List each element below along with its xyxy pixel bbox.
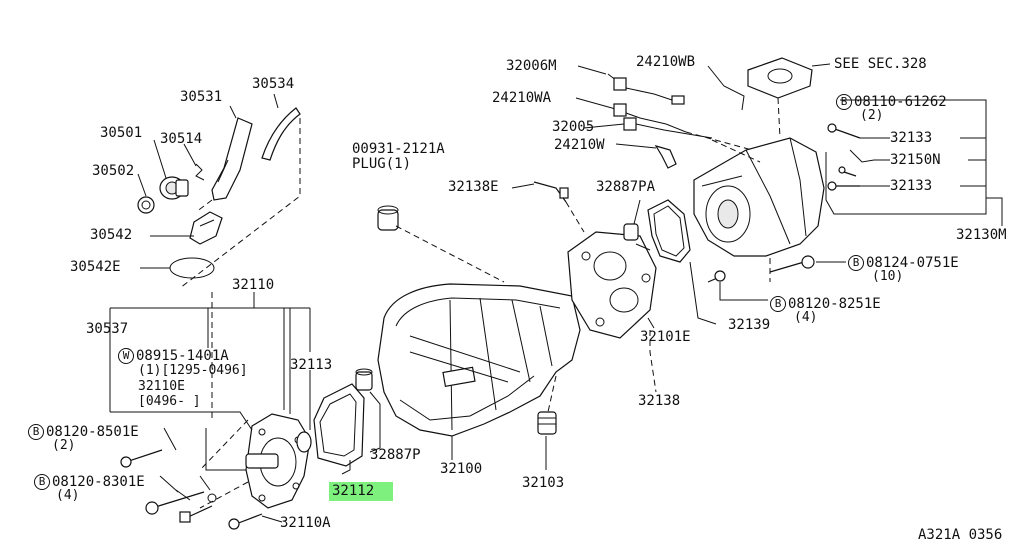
bolt-marker: B (28, 424, 44, 440)
cover-see-sec-328 (747, 57, 813, 99)
label-08915-1401a: 08915-1401A (136, 348, 229, 364)
label-32006m: 32006M (506, 58, 557, 74)
label-08110-61262-qty: (2) (860, 108, 884, 123)
label-08120-8301e: 08120-8301E (52, 474, 145, 490)
label-32887pa: 32887PA (596, 179, 656, 195)
bolts-front-cover (120, 449, 263, 530)
label-32133-lower: 32133 (890, 178, 933, 194)
release-fork-30531 (211, 117, 253, 201)
pipe-32138e (533, 181, 569, 203)
label-30501: 30501 (100, 125, 143, 141)
label-32138e: 32138E (448, 179, 499, 195)
clip-32150n (849, 149, 875, 163)
label-32100: 32100 (440, 461, 483, 477)
label-08120-8501e: 08120-8501E (46, 424, 139, 440)
bushing-32887p (355, 368, 373, 391)
harness-24210wb (607, 73, 685, 105)
gasket-32139 (647, 199, 691, 263)
label-32113: 32113 (290, 357, 333, 373)
label-08110-61262: 08110-61262 (854, 94, 947, 110)
bolt-32138 (838, 166, 857, 177)
label-24210wb: 24210WB (636, 54, 696, 70)
dowel-32887pa (623, 223, 639, 241)
adapter-plate-32101e (567, 231, 657, 339)
plug-00931 (377, 205, 399, 231)
label-30542: 30542 (90, 227, 133, 243)
bolt-marker: B (770, 296, 786, 312)
harness-24210wa (611, 103, 687, 133)
label-32139: 32139 (728, 317, 771, 333)
label-08120-8251e: 08120-8251E (788, 296, 881, 312)
transmission-case-32100 (377, 283, 581, 437)
label-30542e: 30542E (70, 259, 121, 275)
retainer-30514 (195, 163, 205, 181)
label-08120-8251e-qty: (4) (794, 310, 818, 325)
label-32150n: 32150N (890, 152, 941, 168)
bracket-24210w (654, 145, 677, 169)
label-32138: 32138 (638, 393, 681, 409)
label-00931-2121a: 00931-2121A (352, 141, 445, 157)
drain-plug-32103 (537, 411, 557, 435)
boot-30534 (261, 107, 301, 161)
bolt-marker: B (848, 255, 864, 271)
extension-housing-32130m (693, 137, 825, 257)
label-32110e-range: [0496- ] (138, 394, 201, 409)
bolt-marker: B (34, 474, 50, 490)
washer-marker: W (118, 348, 134, 364)
bolt-08124-0751e (769, 255, 815, 273)
gasket-32112 (313, 383, 365, 467)
label-32110: 32110 (232, 277, 275, 293)
label-32110a: 32110A (280, 515, 331, 531)
label-32887p: 32887P (370, 447, 421, 463)
label-08124-0751e-qty: (10) (872, 269, 904, 284)
label-08120-8501e-qty: (2) (52, 438, 76, 453)
label-see-sec-328: SEE SEC.328 (834, 56, 927, 72)
label-32133-upper: 32133 (890, 130, 933, 146)
pivot-30542 (189, 211, 223, 245)
label-32005: 32005 (552, 119, 595, 135)
label-24210wa: 24210WA (492, 90, 552, 106)
bolt-08120-8251e (707, 270, 726, 283)
oil-seal-32113 (296, 431, 312, 453)
label-30502: 30502 (92, 163, 135, 179)
label-30514: 30514 (160, 131, 203, 147)
bolt-32133-lower (827, 181, 860, 191)
label-32101e: 32101E (640, 329, 691, 345)
label-30537: 30537 (86, 321, 129, 337)
label-plug: PLUG(1) (352, 156, 412, 172)
clip-30542e (169, 257, 215, 279)
label-08120-8301e-qty: (4) (56, 488, 80, 503)
bearing-30502 (137, 196, 155, 214)
label-32110e: 32110E (138, 379, 185, 394)
label-30534: 30534 (252, 76, 295, 92)
bolt-32133-upper (827, 123, 861, 139)
bearing-30501 (159, 176, 189, 200)
label-08915-qty: (1)[1295-0496] (138, 363, 248, 378)
reference-code: A321A 0356 (918, 527, 1003, 543)
label-32103: 32103 (522, 475, 565, 491)
front-cover-32110 (245, 413, 311, 509)
highlight-32112 (329, 482, 393, 501)
switch-32005 (623, 117, 713, 139)
label-08124-0751e: 08124-0751E (866, 255, 959, 271)
label-30531: 30531 (180, 89, 223, 105)
label-32130m: 32130M (956, 227, 1007, 243)
label-32112: 32112 (332, 483, 375, 499)
bolt-marker: B (836, 94, 852, 110)
label-24210w: 24210W (554, 137, 605, 153)
